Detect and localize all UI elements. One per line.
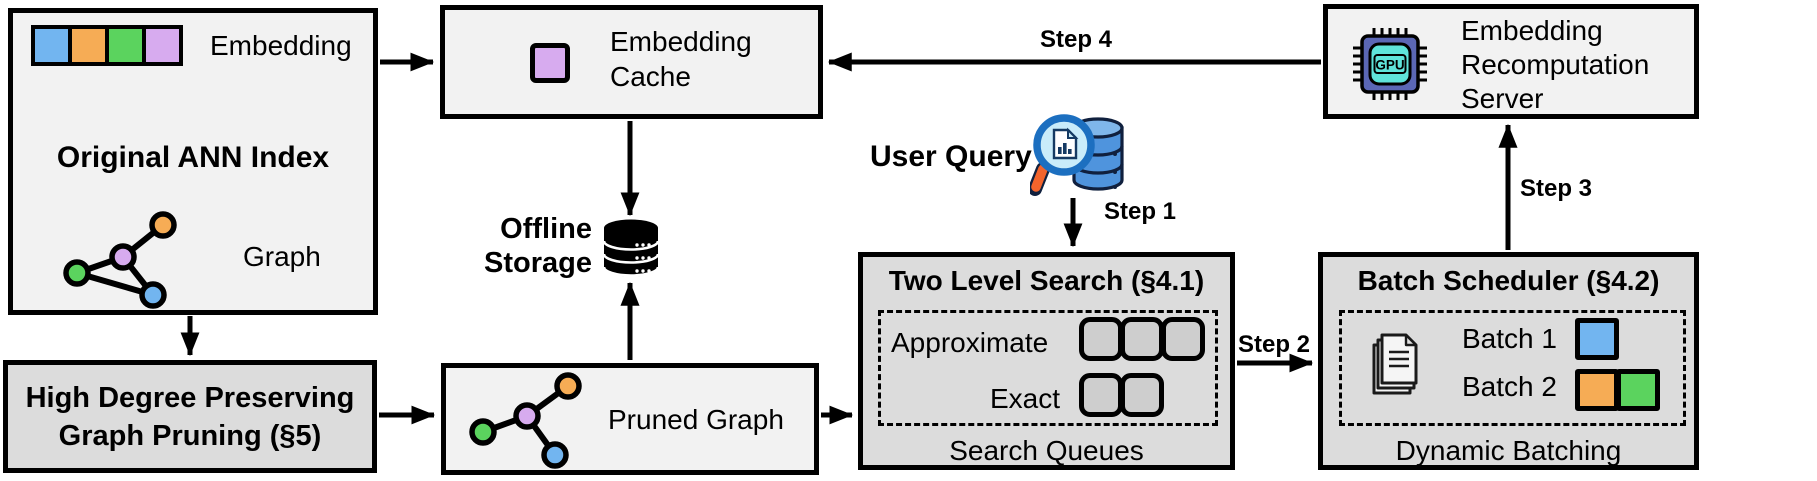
batch1-item-blue (1575, 318, 1619, 360)
ann-index-title: Original ANN Index (56, 141, 330, 174)
approximate-queue-slots (1079, 317, 1205, 361)
embedding-cache-label: Embedding Cache (610, 26, 752, 92)
offline-storage-label: Offline Storage (484, 213, 592, 279)
graph-pruning-label: High Degree Preserving Graph Pruning (§5… (25, 382, 355, 452)
graph-node-green (63, 259, 91, 287)
recomputation-server-label: Embedding Recomputation Server (1461, 15, 1650, 114)
batch2-item-orange (1575, 369, 1619, 411)
queue-slot (1120, 373, 1164, 417)
pruned-graph-label: Pruned Graph (608, 404, 784, 435)
original-ann-index-box: Embedding Original ANN Index Graph (8, 8, 378, 315)
two-level-search-box: Two Level Search (§4.1) Approximate Exac… (858, 252, 1235, 470)
exact-label: Exact (990, 383, 1061, 414)
graph-node-blue (139, 281, 167, 309)
graph-node-purple (109, 243, 137, 271)
embedding-vector-icon (31, 25, 183, 66)
gpu-icon: GPU (1353, 28, 1427, 100)
queue-slot (1120, 317, 1164, 361)
offline-storage-database-icon (602, 219, 660, 277)
step3-label: Step 3 (1520, 175, 1593, 202)
graph-pruning-box: High Degree Preserving Graph Pruning (§5… (3, 360, 377, 473)
search-queues-label: Search Queues (949, 435, 1144, 466)
search-queues-panel (878, 310, 1218, 426)
dynamic-batching-label: Dynamic Batching (1395, 435, 1622, 466)
embedding-cell-blue (31, 25, 72, 66)
queue-slot (1079, 317, 1123, 361)
graph-node-orange (554, 372, 582, 400)
embedding-cache-box: Embedding Cache (440, 5, 823, 119)
dynamic-batching-panel (1339, 310, 1686, 426)
documents-icon (1372, 333, 1418, 395)
batch1-label: Batch 1 (1462, 323, 1557, 354)
pruned-graph-box: Pruned Graph (441, 363, 819, 475)
embedding-cell-green (105, 25, 146, 66)
embedding-cell-purple (142, 25, 183, 66)
step2-label: Step 2 (1238, 331, 1311, 358)
cached-embedding-icon (530, 43, 570, 83)
pruned-graph-icon (469, 372, 582, 469)
graph-node-orange (149, 211, 177, 239)
queue-slot (1161, 317, 1205, 361)
exact-queue-slots (1079, 373, 1164, 417)
user-query-label: User Query (870, 140, 1032, 173)
graph-node-green (469, 418, 497, 446)
recomputation-server-box: GPU Embedding Recomputation Server (1323, 4, 1699, 119)
batch-scheduler-title: Batch Scheduler (§4.2) (1357, 265, 1660, 296)
approximate-label: Approximate (891, 327, 1049, 358)
step1-label: Step 1 (1104, 198, 1177, 225)
queue-slot (1079, 373, 1123, 417)
gpu-icon-label: GPU (1375, 58, 1404, 73)
graph-icon (63, 211, 177, 309)
embedding-label: Embedding (210, 30, 352, 61)
batch-scheduler-box: Batch Scheduler (§4.2) Batch 1 Batch 2 D… (1318, 252, 1699, 470)
graph-node-blue (541, 441, 569, 469)
graph-node-purple (513, 402, 541, 430)
batch2-item-green (1616, 369, 1660, 411)
step4-label: Step 4 (1040, 26, 1113, 53)
user-query-search-icon (1030, 114, 1124, 196)
embedding-cell-orange (68, 25, 109, 66)
batch2-label: Batch 2 (1462, 371, 1557, 402)
two-level-search-title: Two Level Search (§4.1) (888, 265, 1205, 296)
graph-label: Graph (243, 241, 321, 272)
